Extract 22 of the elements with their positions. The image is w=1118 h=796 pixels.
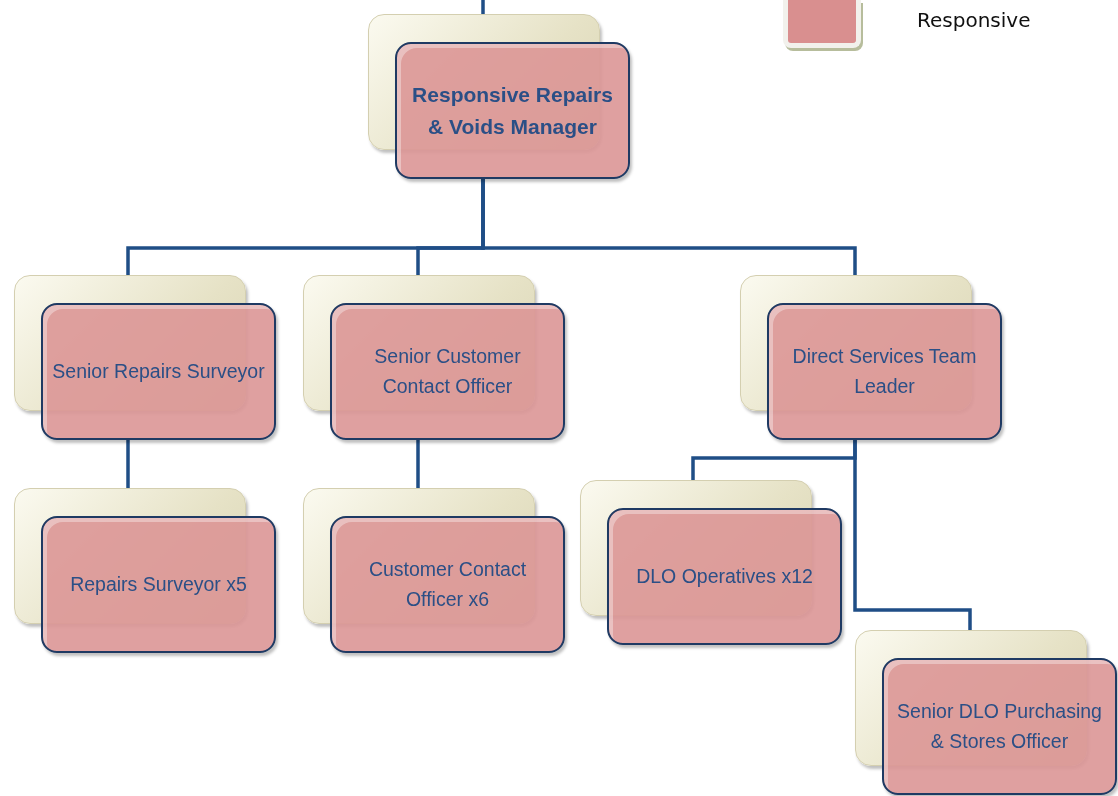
connector-line [481, 179, 857, 275]
connector-line [416, 440, 420, 488]
role-title: Repairs Surveyor x5 [69, 571, 248, 597]
stacked-role-box [580, 480, 842, 645]
stacked-role-box [740, 275, 1002, 440]
role-title: Senior DLO Purchasing & Stores Officer [896, 699, 1103, 754]
stacked-role-box [855, 630, 1117, 795]
role-title: DLO Operatives x12 [635, 563, 814, 589]
stacked-role-box [368, 14, 630, 179]
stacked-role-box [14, 488, 276, 653]
role-title: Senior Repairs Surveyor [51, 358, 266, 384]
stacked-role-box [303, 488, 565, 653]
role-title: Responsive Repairs & Voids Manager [411, 82, 614, 140]
role-title: Customer Contact Officer x6 [367, 557, 528, 612]
connector-line [853, 440, 972, 630]
legend-label: Responsive [917, 8, 1031, 32]
connector-line [481, 0, 485, 14]
connector-line [126, 440, 130, 488]
stacked-role-box [303, 275, 565, 440]
role-title: Senior Customer Contact Officer [373, 344, 522, 399]
stacked-role-box [14, 275, 276, 440]
role-title: Direct Services Team Leader [791, 344, 978, 399]
